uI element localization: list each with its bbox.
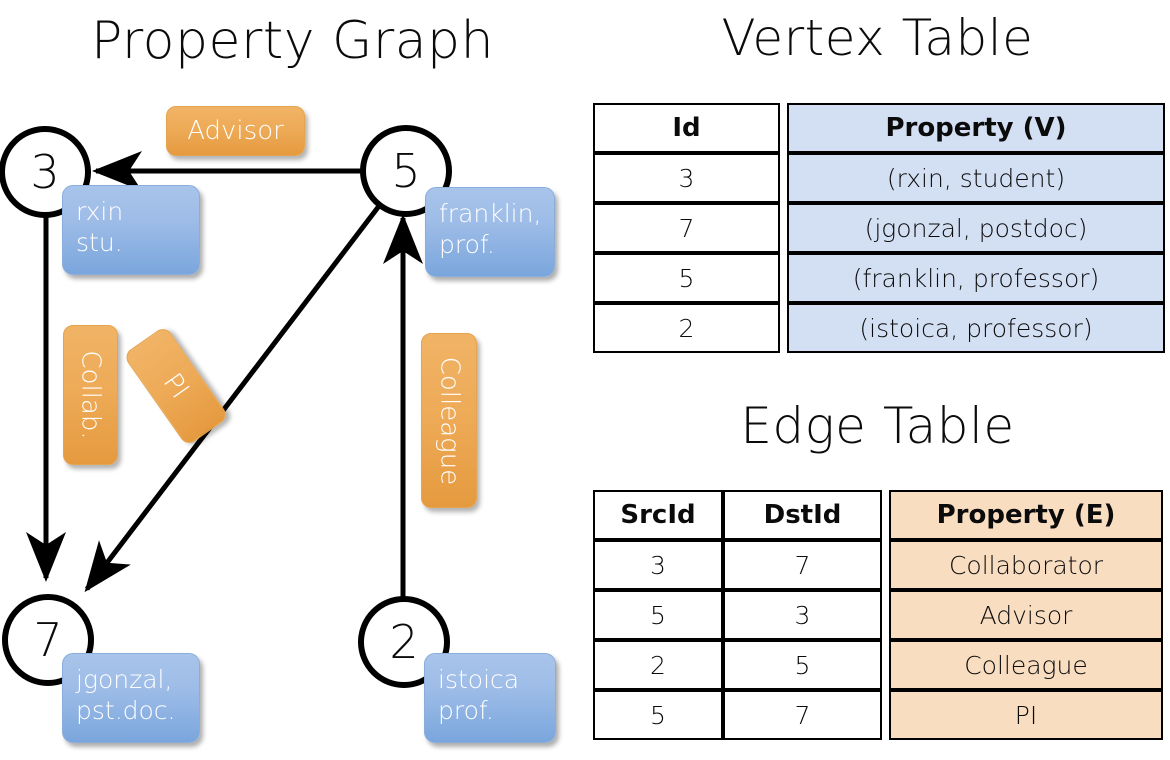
edge-table-gap [882,590,889,640]
edge-table-gap [882,640,889,690]
edge-chip-colleague: Colleague [421,333,477,508]
edge-row-1-property: Advisor [889,590,1163,640]
table-row[interactable]: 5 (franklin, professor) [593,253,1165,303]
edge-row-0-dst: 7 [723,540,882,590]
vertex-table-title: Vertex Table [721,9,1034,67]
vertex-property-callout-7: jgonzal, pst.doc. [62,653,200,743]
vertex-row-0-id: 3 [593,153,780,203]
vertex-property-callout-3: rxin stu. [62,185,200,275]
edge-row-2-dst: 5 [723,640,882,690]
table-row[interactable]: 7 (jgonzal, postdoc) [593,203,1165,253]
vertex-table-header-row: Id Property (V) [593,103,1165,153]
vertex-row-3-property: (istoica, professor) [787,303,1165,353]
vertex-row-1-property: (jgonzal, postdoc) [787,203,1165,253]
edge-table-header-row: SrcId DstId Property (E) [593,490,1163,540]
vertex-row-1-id: 7 [593,203,780,253]
table-row[interactable]: 2 5 Colleague [593,640,1163,690]
edge-row-3-dst: 7 [723,690,882,740]
edge-table-header-property: Property (E) [889,490,1163,540]
vertex-table-gap [780,153,787,203]
edge-row-1-dst: 3 [723,590,882,640]
vertex-table-gap [780,203,787,253]
edge-table-gap [882,490,889,540]
vertex-table-header-id: Id [593,103,780,153]
edge-row-2-src: 2 [593,640,723,690]
vertex-table-header-property: Property (V) [787,103,1165,153]
edge-row-1-src: 5 [593,590,723,640]
table-row[interactable]: 3 (rxin, student) [593,153,1165,203]
edge-table-gap [882,690,889,740]
edge-table-gap [882,540,889,590]
table-row[interactable]: 3 7 Collaborator [593,540,1163,590]
table-row[interactable]: 2 (istoica, professor) [593,303,1165,353]
edge-row-3-property: PI [889,690,1163,740]
vertex-table-gap [780,303,787,353]
edge-chip-collab: Collab. [63,325,118,465]
vertex-property-callout-2: istoica prof. [424,653,556,743]
vertex-row-2-property: (franklin, professor) [787,253,1165,303]
table-row[interactable]: 5 7 PI [593,690,1163,740]
edge-chip-advisor-text: Advisor [187,116,284,146]
edge-chip-advisor: Advisor [166,106,305,156]
edge-table-header-dstid: DstId [723,490,882,540]
vertex-table: Id Property (V) 3 (rxin, student) 7 (jgo… [593,103,1165,353]
edge-row-3-src: 5 [593,690,723,740]
vertex-row-3-id: 2 [593,303,780,353]
table-row[interactable]: 5 3 Advisor [593,590,1163,640]
edge-row-0-src: 3 [593,540,723,590]
vertex-table-gap [780,253,787,303]
vertex-property-callout-5: franklin, prof. [425,187,555,277]
edge-table-header-srcid: SrcId [593,490,723,540]
edge-chip-pi-text: PI [157,367,195,405]
edge-5-to-7 [84,204,381,593]
edge-row-0-property: Collaborator [889,540,1163,590]
property-graph-title: Property Graph [90,11,495,71]
vertex-table-gap [780,103,787,153]
edge-row-2-property: Colleague [889,640,1163,690]
edge-table: SrcId DstId Property (E) 3 7 Collaborato… [593,490,1163,740]
vertex-row-0-property: (rxin, student) [787,153,1165,203]
vertex-row-2-id: 5 [593,253,780,303]
edge-chip-collab-text: Collab. [75,350,106,440]
edge-chip-colleague-text: Colleague [434,356,465,485]
edge-table-title: Edge Table [740,397,1015,455]
